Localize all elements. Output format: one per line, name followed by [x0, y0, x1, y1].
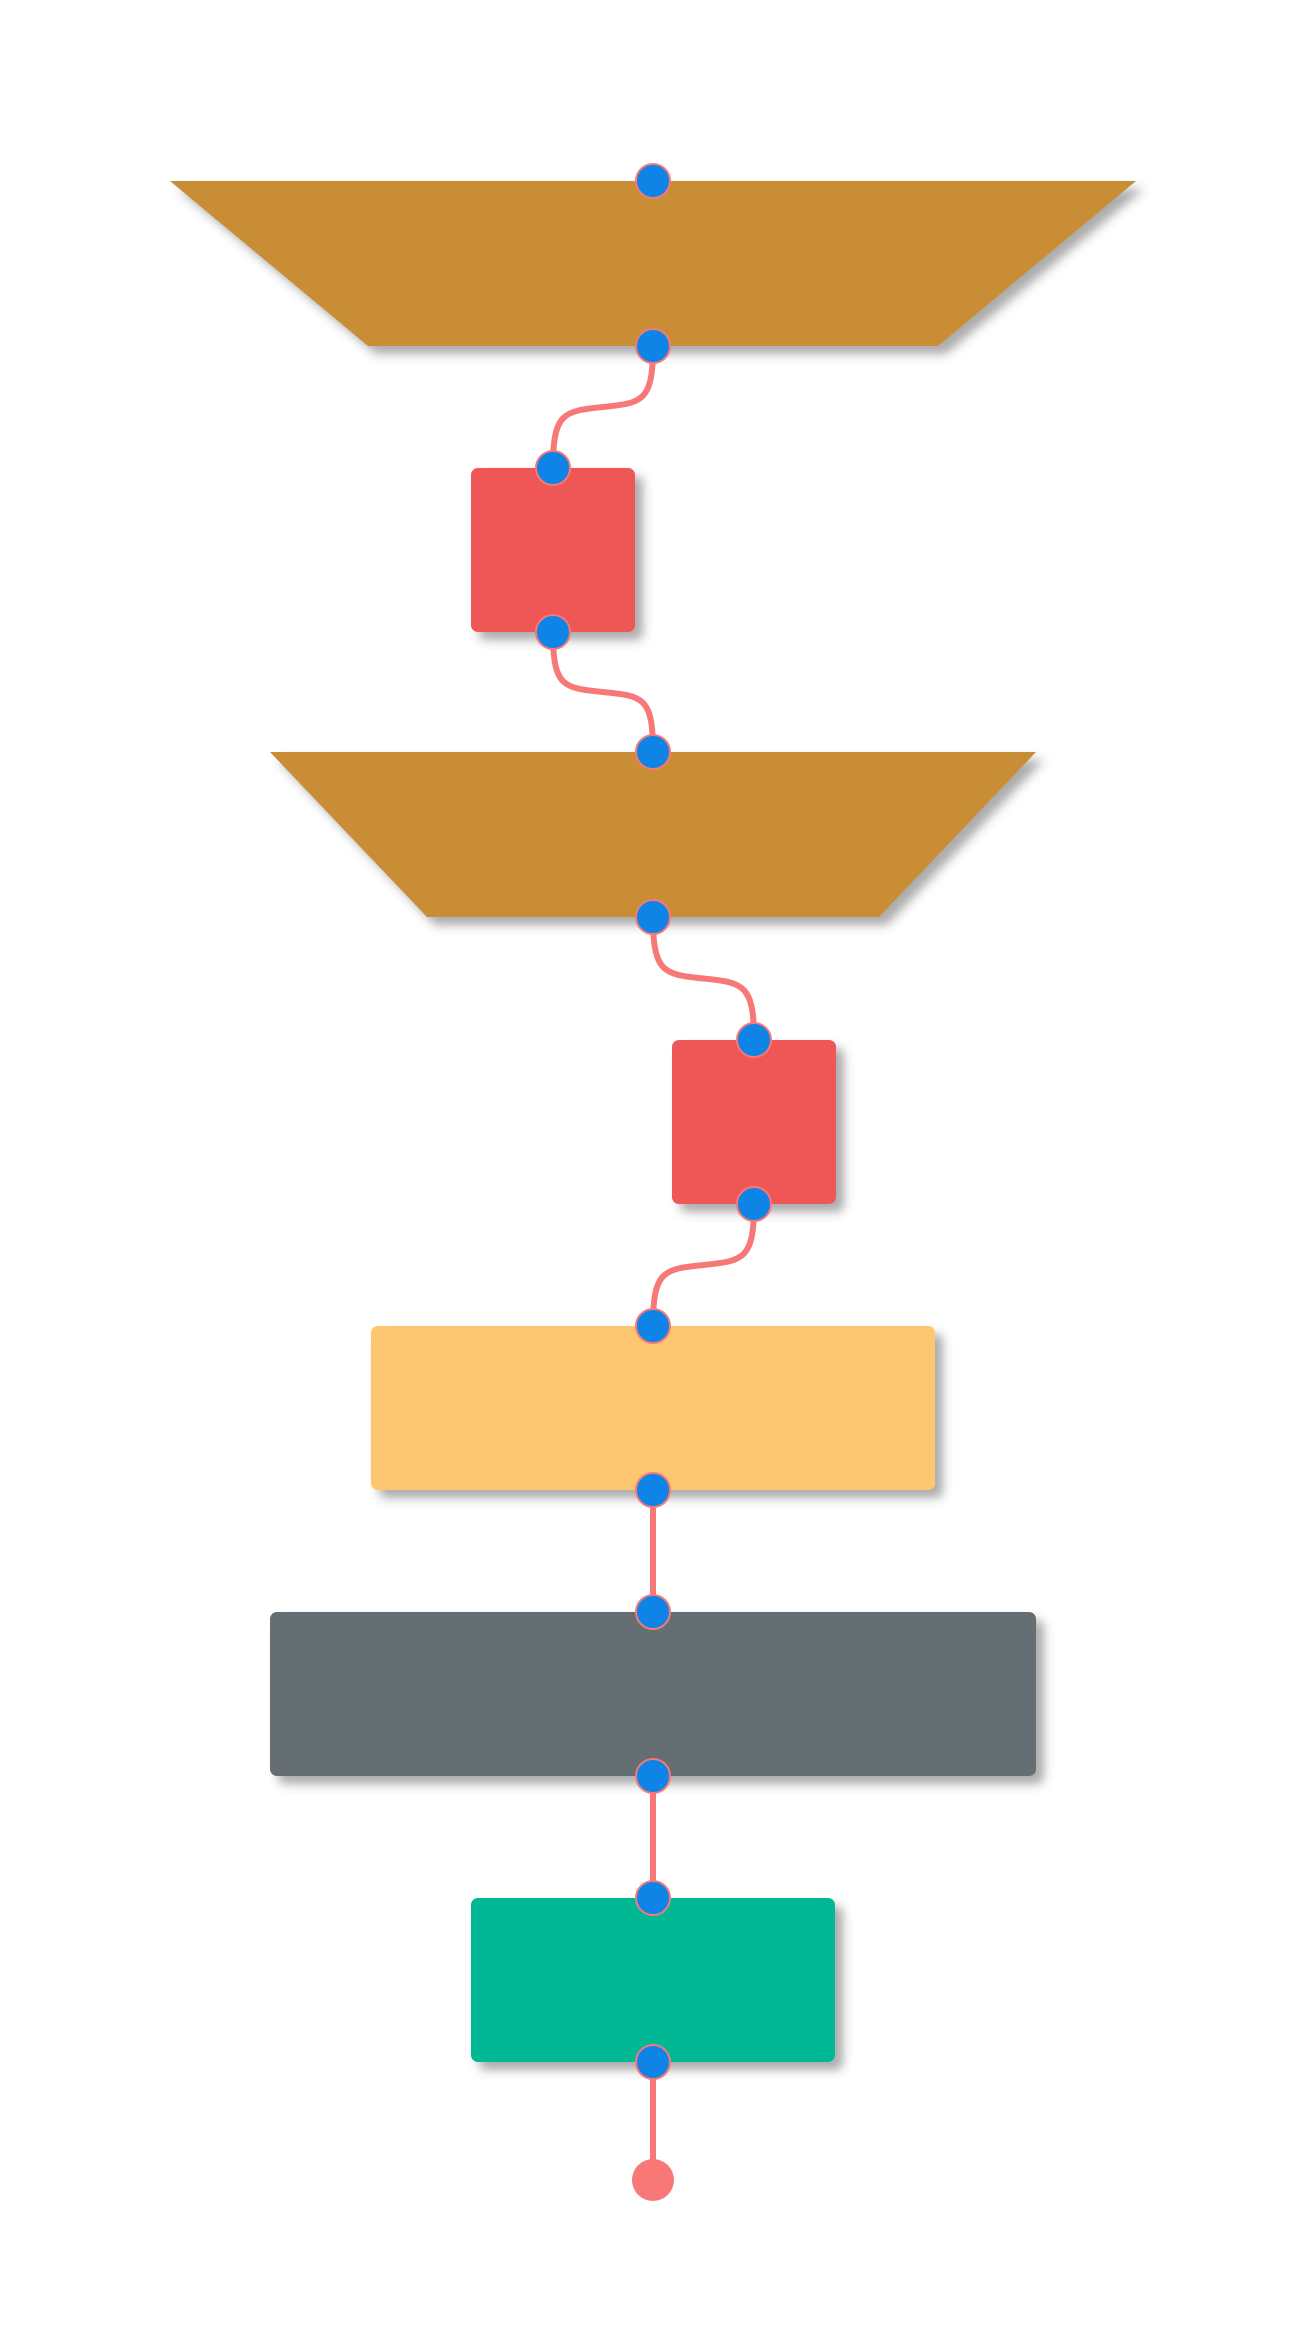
port-bottom-node-6[interactable]	[635, 1758, 671, 1794]
port-bottom-node-7[interactable]	[635, 2044, 671, 2080]
connectors-layer	[550, 343, 757, 2162]
node-7-rounded-rect[interactable]	[471, 1898, 835, 2062]
node-5-rounded-rect[interactable]	[371, 1326, 935, 1490]
port-top-node-6[interactable]	[635, 1594, 671, 1630]
connector-n2-to-n3	[550, 629, 656, 755]
port-top-node-1[interactable]	[635, 163, 671, 199]
port-bottom-node-1[interactable]	[635, 328, 671, 364]
node-2-rounded-square[interactable]	[471, 468, 635, 632]
port-bottom-node-2[interactable]	[535, 614, 571, 650]
connector-n4-to-n5	[650, 1201, 757, 1329]
ports-layer	[535, 163, 772, 2201]
port-top-node-5[interactable]	[635, 1308, 671, 1344]
node-4-rounded-square[interactable]	[672, 1040, 836, 1204]
port-top-node-3[interactable]	[635, 734, 671, 770]
port-bottom-node-4[interactable]	[736, 1186, 772, 1222]
connector-n3-to-n4	[650, 914, 757, 1043]
node-1-trapezoid[interactable]	[170, 181, 1136, 346]
terminal-end-dot[interactable]	[632, 2159, 674, 2201]
port-top-node-4[interactable]	[736, 1022, 772, 1058]
port-top-node-2[interactable]	[535, 450, 571, 486]
port-bottom-node-3[interactable]	[635, 899, 671, 935]
node-3-trapezoid[interactable]	[270, 752, 1036, 917]
connector-n1-to-n2	[550, 343, 656, 471]
nodes-layer	[170, 181, 1136, 2062]
node-6-rounded-rect[interactable]	[270, 1612, 1036, 1776]
port-top-node-7[interactable]	[635, 1880, 671, 1916]
port-bottom-node-5[interactable]	[635, 1472, 671, 1508]
